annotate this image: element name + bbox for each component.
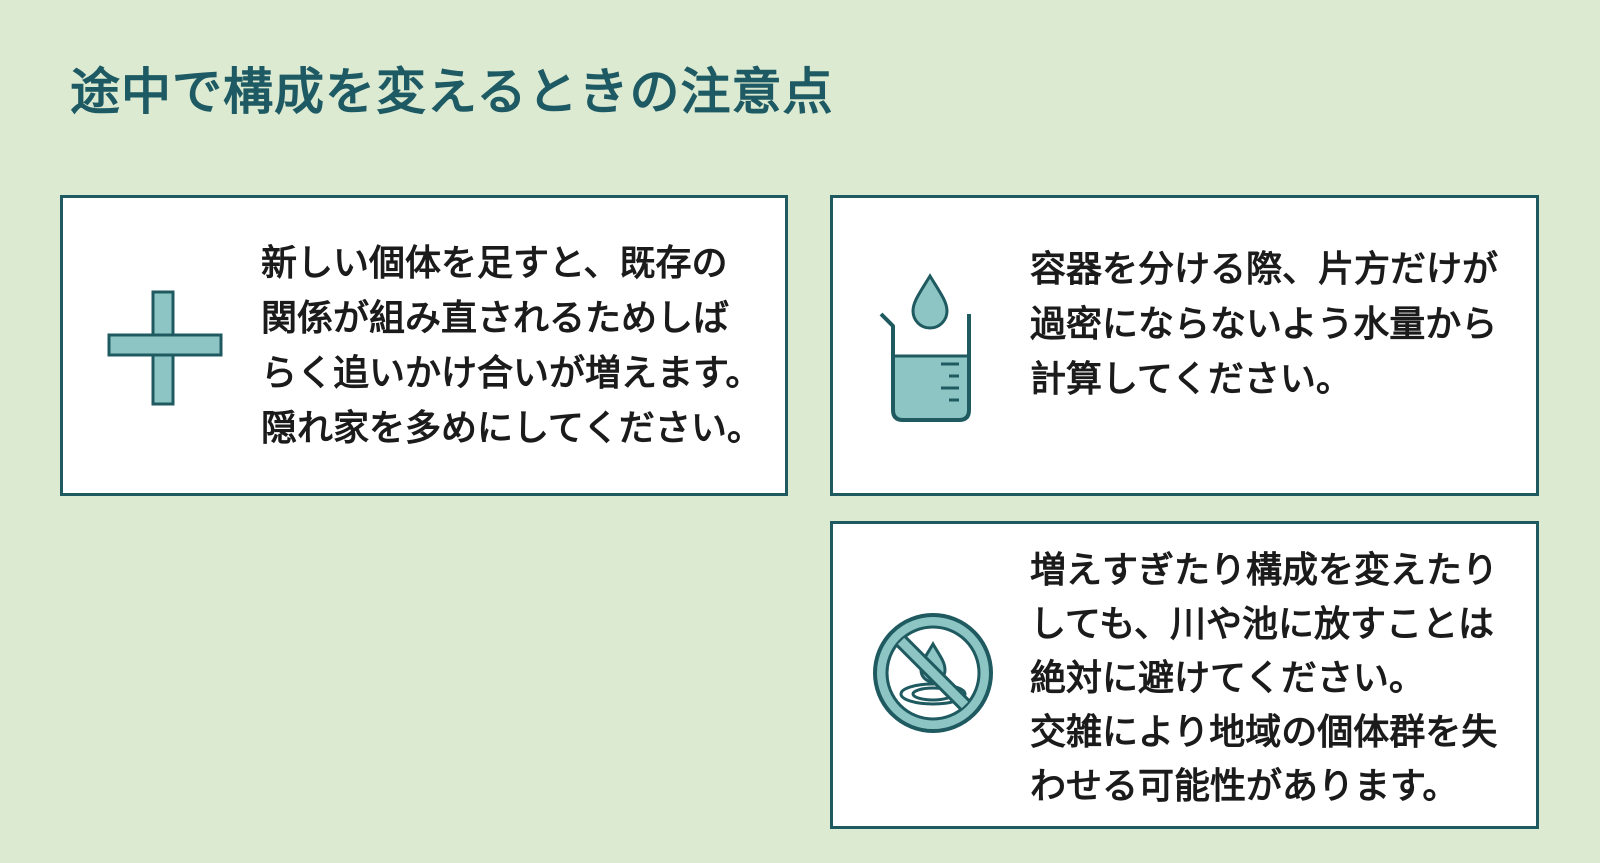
beaker-water-drop-icon	[879, 273, 971, 422]
caution-card-adding-individuals: 新しい個体を足すと、既存の 関係が組み直されるためしば らく追いかけ合いが増えま…	[60, 195, 788, 496]
caution-card-no-release: 増えすぎたり構成を変えたり しても、川や池に放すことは 絶対に避けてください。 …	[830, 521, 1539, 829]
caution-card-splitting-containers: 容器を分ける際、片方だけが 過密にならないよう水量から 計算してください。	[830, 195, 1539, 496]
card-text: 新しい個体を足すと、既存の 関係が組み直されるためしば らく追いかけ合いが増えま…	[261, 243, 763, 449]
card-text: 増えすぎたり構成を変えたり しても、川や池に放すことは 絶対に避けてください。 …	[1030, 550, 1499, 807]
page-title: 途中で構成を変えるときの注意点	[70, 63, 834, 121]
card-text: 容器を分ける際、片方だけが 過密にならないよう水量から 計算してください。	[1030, 249, 1499, 400]
plus-icon	[107, 290, 223, 406]
no-release-water-icon	[873, 613, 993, 733]
